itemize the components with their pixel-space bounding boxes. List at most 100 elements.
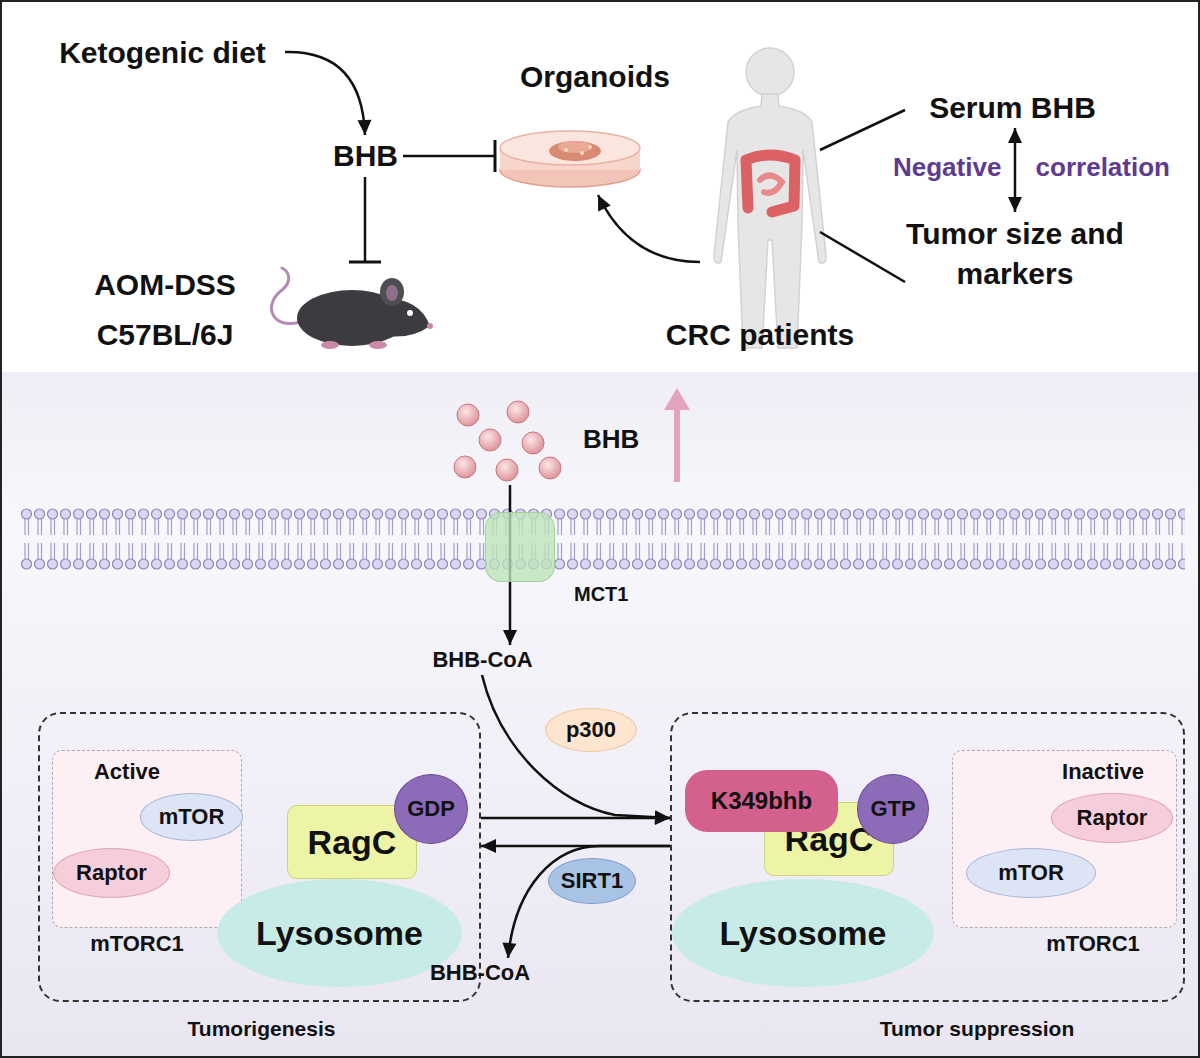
cell-membrane: [20, 508, 1185, 570]
text-node: Serum BHB: [905, 88, 1120, 128]
bhb-molecule: [479, 429, 501, 451]
nucleotide-circle: GDP: [394, 774, 468, 844]
state-box: Tumor suppressionK349bhbGTPRagCLysosomeI…: [670, 712, 1185, 1002]
connector: [503, 485, 517, 645]
arrow-head: [598, 195, 611, 212]
arrow-head: [481, 839, 496, 853]
node-text: Lysosome: [256, 914, 423, 953]
inhibition-bar: [494, 140, 497, 172]
node-text: mTORC1: [1033, 931, 1153, 957]
node-text: CRC patients: [660, 318, 860, 352]
node-text: Tumorigenesis: [40, 1017, 483, 1041]
state-box: TumorigenesisActivemTORC1mTORRaptorRagCG…: [38, 712, 481, 1002]
connector-line: [403, 155, 495, 158]
node-text: Inactive: [1033, 759, 1173, 785]
node-text: C57BL/6J: [70, 318, 260, 352]
arrow-head: [503, 630, 517, 645]
node-text: GTP: [870, 796, 915, 822]
mouse-model-node: AOM-DSS C57BL/6J: [70, 262, 425, 362]
connector-line: [508, 846, 670, 958]
node-text: Lysosome: [720, 914, 887, 953]
connector: [820, 232, 905, 282]
node-text: mTOR: [159, 804, 225, 830]
mouse-foot: [321, 341, 339, 349]
mouse-ear: [380, 278, 404, 306]
node-text: RagC: [308, 823, 397, 862]
node-text: Raptor: [76, 860, 147, 886]
complex-box: ActivemTORC1mTORRaptor: [52, 750, 242, 928]
arrow-head: [1008, 197, 1022, 212]
connector-line: [482, 675, 670, 818]
bhb-molecule: [522, 432, 544, 454]
increase-arrow: [664, 388, 690, 410]
mouse-ear: [386, 285, 398, 301]
node-text: Tumor suppression: [767, 1017, 1187, 1041]
bhb-molecule: [507, 401, 529, 423]
node-text: K349bhb: [711, 787, 812, 815]
inhibition-bar: [349, 261, 381, 264]
organoid-dot: [588, 145, 592, 149]
node-text: Raptor: [1077, 805, 1148, 831]
human-figure: [746, 48, 794, 96]
arrow-head: [1008, 128, 1022, 143]
node-text: SIRT1: [561, 868, 623, 894]
organoid-dot: [580, 151, 584, 155]
petri-dish: [500, 131, 640, 165]
node-text: mTORC1: [77, 931, 197, 957]
node-text: Serum BHB: [929, 91, 1096, 125]
human-figure: [714, 94, 826, 348]
modification-box: K349bhb: [685, 770, 838, 832]
connector: [481, 811, 670, 825]
arrow-head: [502, 942, 516, 958]
connector-line: [364, 177, 367, 262]
mouse-eye: [407, 310, 413, 316]
protein-ellipse: mTOR: [140, 793, 243, 841]
molecule-node: BHB: [455, 400, 650, 485]
bhb-molecule: [457, 404, 479, 426]
protein-ellipse: Raptor: [1051, 793, 1173, 843]
bhb-molecule: [454, 456, 476, 478]
text-node: Ketogenic diet: [40, 30, 285, 76]
connector: [403, 140, 495, 172]
nucleotide-circle: GTP: [857, 774, 929, 844]
edge-label: Negative correlation: [893, 152, 1170, 183]
connector: [502, 846, 670, 958]
node-text: MCT1: [574, 583, 628, 606]
node-text: BHB: [333, 139, 398, 173]
organoid: [558, 141, 592, 153]
connector-line: [509, 485, 512, 645]
connector: [285, 52, 371, 135]
organelle-ellipse: Lysosome: [217, 879, 462, 987]
complex-box: InactivemTORC1RaptormTOR: [952, 750, 1177, 928]
bhb-molecule: [539, 457, 561, 479]
connector: [820, 110, 905, 150]
enzyme-ellipse: SIRT1: [548, 858, 636, 904]
node-text: Ketogenic diet: [59, 36, 266, 70]
node-text: AOM-DSS: [70, 268, 260, 302]
colon: [760, 175, 782, 192]
connector: [482, 675, 670, 824]
connector-line: [820, 232, 905, 282]
mouse-nose: [427, 323, 433, 329]
organoid: [549, 141, 601, 161]
connector: [598, 195, 700, 262]
node-text: mTOR: [998, 860, 1064, 886]
node-text: BHB: [583, 424, 639, 455]
node-text: p300: [566, 717, 616, 743]
connector-line: [285, 52, 365, 135]
node-text: GDP: [407, 796, 455, 822]
connector-line: [481, 817, 670, 820]
node-text: Active: [67, 759, 187, 785]
node-text: Organoids: [520, 60, 670, 94]
organelle-ellipse: Lysosome: [672, 879, 934, 987]
connector-line: [598, 195, 700, 262]
connector-line: [820, 110, 905, 150]
protein-ellipse: Raptor: [53, 848, 170, 898]
node-text: BHB-CoA: [430, 960, 530, 986]
increase-arrow: [674, 405, 680, 482]
mouse-tail: [272, 268, 300, 324]
arrow-head: [655, 811, 670, 825]
organoid-dot: [564, 148, 568, 152]
protein-ellipse: mTOR: [966, 848, 1096, 898]
